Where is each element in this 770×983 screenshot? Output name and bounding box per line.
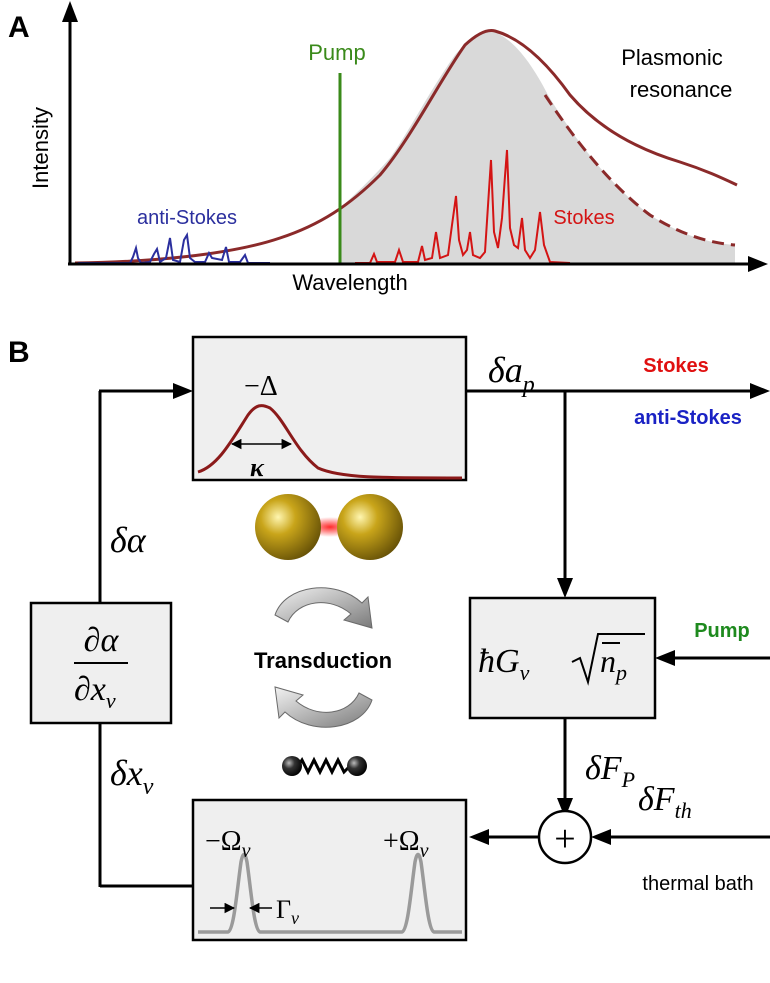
minus-omega-symbol: −Ων (205, 826, 251, 862)
plasmon-dashed-curve (543, 94, 736, 247)
mechanical-oscillator-icon (282, 756, 367, 776)
force-arrowhead (557, 798, 573, 818)
thermal-input-arrowhead (591, 829, 611, 845)
cavity-box (191, 335, 468, 482)
anti-stokes-label: anti-Stokes (137, 207, 237, 229)
sqrt-sign (571, 633, 645, 686)
coupling-n-bar: np (600, 643, 627, 685)
pump-input-label: Pump (694, 620, 750, 642)
x-axis-label: Wavelength (292, 270, 407, 295)
detuning-symbol: −Δ (244, 371, 278, 402)
plasmonic-resonance-label-line1: Plasmonic (621, 45, 722, 70)
pump-input-arrowhead (655, 650, 675, 666)
derivative-denominator: ∂xν (74, 671, 116, 713)
mechanical-lineshape (198, 852, 462, 934)
stokes-output-label: Stokes (643, 355, 709, 377)
plasmon-resonance-curve (74, 29, 738, 265)
derivative-numerator: ∂α (84, 622, 120, 659)
pump-force-symbol: δFP (585, 750, 635, 792)
output-symbol: δap (488, 350, 535, 398)
feedback-arrowhead (173, 383, 193, 399)
coupling-hbar-g: ħGν (478, 643, 530, 685)
y-axis-label: Intensity (28, 107, 53, 189)
panel-b-label: B (8, 336, 30, 369)
plus-omega-symbol: +Ων (383, 826, 429, 862)
transduction-cycle-icon (274, 587, 373, 728)
y-axis-arrowhead (62, 1, 78, 22)
plasmonic-resonance-label-line2: resonance (630, 77, 733, 102)
output-arrowhead (750, 383, 770, 399)
anti-stokes-spectrum (78, 232, 270, 265)
sum-symbol: + (554, 818, 575, 860)
linewidth-symbol: κ (250, 453, 265, 482)
anti-stokes-output-label: anti-Stokes (634, 407, 742, 429)
feedback-symbol: δα (110, 520, 147, 560)
panel-a-label: A (8, 11, 30, 44)
displacement-symbol: δxν (110, 753, 154, 800)
gamma-symbol: Γν (276, 895, 299, 928)
thermal-bath-label: thermal bath (642, 873, 753, 895)
transduction-label: Transduction (254, 648, 392, 673)
plasmonic-dimer-icon (255, 494, 403, 560)
x-axis-arrowhead (748, 256, 768, 272)
stokes-label: Stokes (553, 207, 614, 229)
pump-label: Pump (308, 40, 365, 65)
cavity-lineshape (197, 404, 463, 480)
thermal-force-symbol: δFth (638, 781, 692, 823)
stokes-spectrum (355, 149, 571, 264)
sum-output-arrowhead (469, 829, 489, 845)
branch-arrowhead (557, 578, 573, 598)
